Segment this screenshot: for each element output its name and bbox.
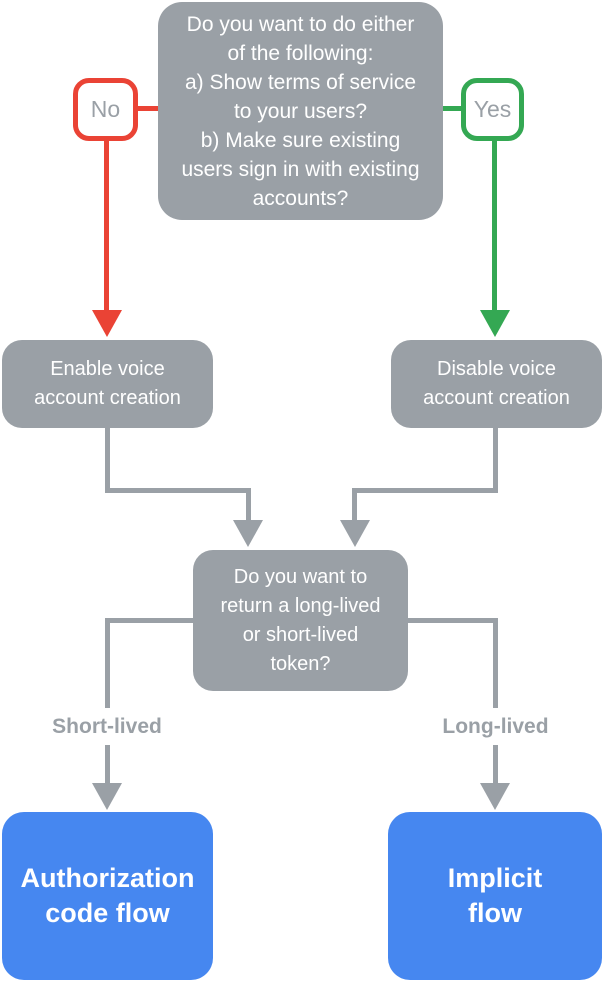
no-badge: No	[73, 78, 138, 141]
root-question-node: Do you want to do either of the followin…	[158, 2, 443, 220]
disable-voice-node: Disable voice account creation	[391, 340, 602, 428]
long-lived-label: Long-lived	[411, 708, 580, 745]
token-question-node: Do you want to return a long-lived or sh…	[193, 550, 408, 691]
arrowhead-no-icon	[92, 310, 122, 337]
connector-enable-down	[105, 428, 110, 493]
connector-disable-down	[493, 428, 498, 493]
arrowhead-yes-icon	[480, 310, 510, 337]
connector-yes-vertical	[492, 139, 497, 312]
arrowhead-shortlived-icon	[92, 783, 122, 810]
yes-badge: Yes	[461, 78, 524, 141]
connector-merge-right-down	[352, 488, 357, 522]
arrowhead-longlived-icon	[480, 783, 510, 810]
connector-yes-horizontal	[441, 106, 464, 111]
connector-merge-left-down	[246, 488, 251, 522]
short-lived-label: Short-lived	[22, 708, 192, 745]
connector-shortlived-horizontal	[105, 618, 195, 623]
connector-shortlived-vertical	[105, 618, 110, 785]
connector-no-horizontal	[137, 106, 160, 111]
connector-longlived-vertical	[493, 618, 498, 785]
connector-longlived-horizontal	[407, 618, 498, 623]
connector-merge-right-horizontal	[352, 488, 498, 493]
enable-voice-node: Enable voice account creation	[2, 340, 213, 428]
implicit-flow-node: Implicit flow	[388, 812, 602, 980]
arrowhead-merge-right-icon	[340, 520, 370, 547]
connector-merge-left-horizontal	[105, 488, 251, 493]
authorization-code-flow-node: Authorization code flow	[2, 812, 213, 980]
connector-no-vertical	[104, 139, 109, 312]
arrowhead-merge-left-icon	[233, 520, 263, 547]
